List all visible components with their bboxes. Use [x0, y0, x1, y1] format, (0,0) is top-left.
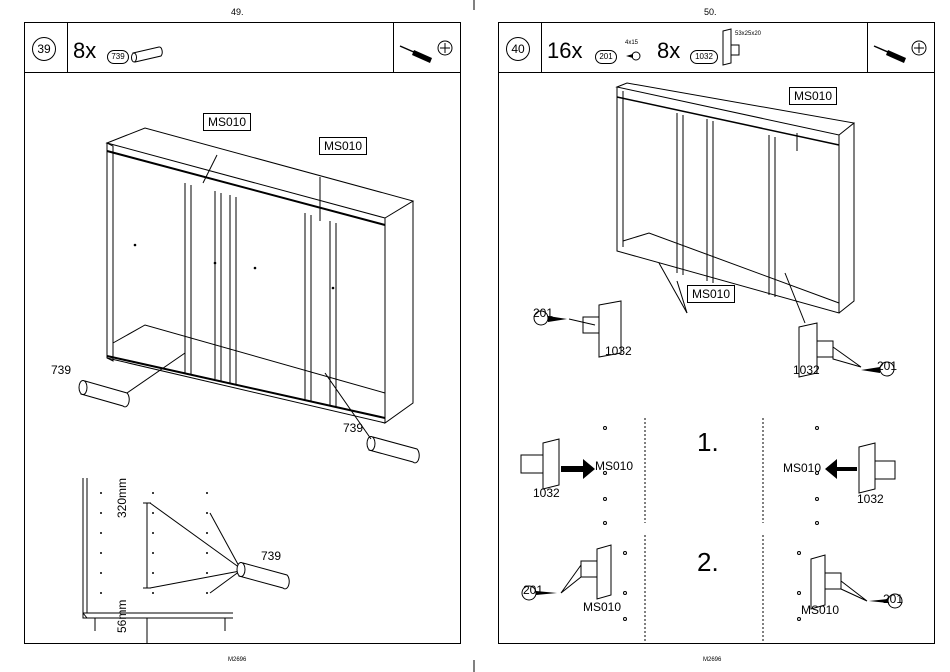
part-number-bubble: 201 [595, 50, 617, 64]
step-2-label: 2. [697, 547, 719, 578]
wardrobe-drawing [25, 73, 462, 643]
label-part: 1032 [793, 363, 820, 377]
part-quantity: 8x [657, 40, 680, 62]
label-ms010: MS010 [783, 461, 821, 475]
label-part: 739 [261, 549, 281, 563]
part-quantity: 8x [73, 40, 96, 62]
tool-box [393, 23, 460, 73]
label-part: 201 [877, 359, 897, 373]
label-ms010: MS010 [801, 603, 839, 617]
dowel-icon [129, 23, 189, 73]
page-number: 49. [231, 7, 244, 17]
step-1-label: 1. [697, 427, 719, 458]
label-part: 1032 [605, 344, 632, 358]
label-ms010: MS010 [319, 137, 367, 155]
label-part: 1032 [857, 492, 884, 506]
label-part: 201 [883, 592, 903, 606]
label-part: 1032 [533, 486, 560, 500]
crosshead-screw-icon [621, 23, 651, 73]
page-49-frame: 39 8x 739 [24, 22, 461, 644]
label-part: 739 [343, 421, 363, 435]
screwdriver-icon [394, 23, 460, 73]
label-ms010: MS010 [789, 87, 837, 105]
step-number: 40 [506, 37, 530, 61]
part-quantity: 16x [547, 40, 582, 62]
label-ms010: MS010 [595, 459, 633, 473]
part-spec: 53x25x20 [735, 31, 761, 37]
page-number: 50. [704, 7, 717, 17]
label-ms010: MS010 [583, 600, 621, 614]
footer-code: M2696 [703, 657, 721, 663]
label-part: 201 [523, 583, 543, 597]
dimension-label: 56mm [115, 600, 129, 633]
part-number-bubble: 739 [107, 50, 129, 64]
label-ms010: MS010 [687, 285, 735, 303]
step-header: 40 16x 201 4x15 8x 1032 53x25x20 [499, 23, 934, 73]
step-number: 39 [32, 37, 56, 61]
label-part: 201 [533, 306, 553, 320]
footer-code: M2696 [228, 657, 246, 663]
part-number-bubble: 1032 [690, 50, 718, 64]
page-50-frame: 40 16x 201 4x15 8x 1032 53x25x20 [498, 22, 935, 644]
label-part: 739 [51, 363, 71, 377]
dimension-label: 320mm [115, 478, 129, 518]
label-ms010: MS010 [203, 113, 251, 131]
step-header: 39 8x 739 [25, 23, 460, 73]
tool-box [867, 23, 934, 73]
screwdriver-icon [868, 23, 934, 73]
